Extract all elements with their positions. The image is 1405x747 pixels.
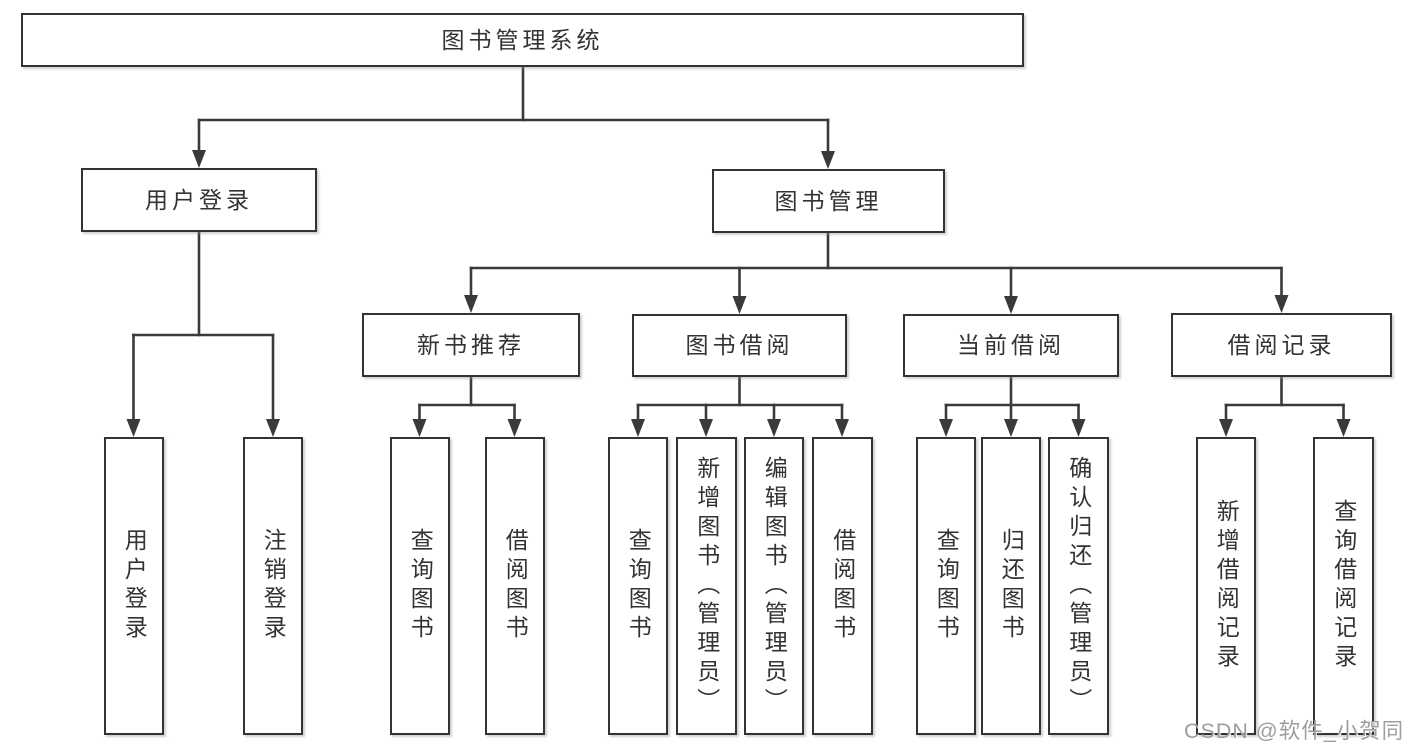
node-book-management: 图书管理 (712, 169, 945, 233)
connector-lines (132, 65, 1345, 423)
arrowheads (126, 150, 1351, 437)
leaf-edit-books-admin: 编辑图书（管理员） (744, 437, 804, 735)
leaf-borrow-books-1: 借阅图书 (485, 437, 545, 735)
leaf-add-borrow-record: 新增借阅记录 (1196, 437, 1256, 735)
csdn-watermark: CSDN @软件_小贺同学 (1184, 719, 1405, 743)
leaf-user-login: 用户登录 (104, 437, 164, 735)
leaf-return-books: 归还图书 (981, 437, 1041, 735)
node-new-book-recommendation: 新书推荐 (362, 313, 580, 377)
leaf-query-borrow-record: 查询借阅记录 (1313, 437, 1374, 735)
node-user-login: 用户登录 (81, 168, 317, 232)
node-root: 图书管理系统 (21, 13, 1024, 67)
leaf-logout: 注销登录 (243, 437, 303, 735)
leaf-query-books-1: 查询图书 (390, 437, 450, 735)
leaf-query-books-3: 查询图书 (916, 437, 976, 735)
node-borrowing-records: 借阅记录 (1171, 313, 1392, 377)
leaf-confirm-return-admin: 确认归还（管理员） (1048, 437, 1109, 735)
leaf-add-books-admin: 新增图书（管理员） (676, 437, 737, 735)
leaf-borrow-books-2: 借阅图书 (812, 437, 873, 735)
leaf-query-books-2: 查询图书 (608, 437, 668, 735)
node-book-borrowing: 图书借阅 (632, 314, 847, 377)
node-current-borrowing: 当前借阅 (903, 314, 1119, 377)
